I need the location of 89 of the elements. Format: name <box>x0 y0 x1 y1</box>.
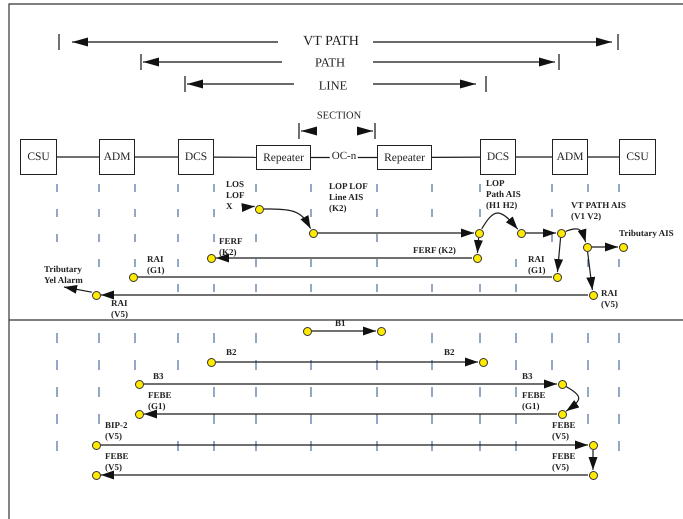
connection-dot <box>206 254 216 262</box>
alarm-label: B2 <box>226 347 237 358</box>
alarm-label: B3 <box>522 371 533 382</box>
connection-dot <box>134 410 144 418</box>
curved-arrow <box>566 386 580 412</box>
curved-arrow <box>566 228 586 242</box>
connection-dot <box>308 228 318 238</box>
connection-dot <box>92 290 100 300</box>
connection-dot <box>582 242 592 252</box>
connection-dot <box>128 272 138 282</box>
arrow <box>241 203 255 212</box>
arrow <box>101 470 588 480</box>
arrow <box>101 440 588 450</box>
span-label: LINE <box>318 78 348 94</box>
connection-dot <box>516 228 526 238</box>
alarm-label: FEBE (V5) <box>552 451 577 473</box>
connection-dot <box>206 358 216 366</box>
equipment-box: CSU <box>619 139 656 175</box>
connection-dot <box>588 290 598 300</box>
arrow <box>64 284 92 294</box>
alarm-label: B2 <box>444 347 455 358</box>
curved-arrow <box>264 208 312 229</box>
arrow <box>216 358 478 366</box>
alarm-label: B3 <box>153 371 164 382</box>
connection-dot <box>474 228 484 238</box>
connection-dot <box>558 410 566 418</box>
arrow <box>144 410 557 418</box>
equipment-box: DCS <box>178 139 214 175</box>
arrow <box>474 238 483 254</box>
span-label: VT PATH <box>303 34 359 50</box>
alarm-label: B1 <box>335 318 346 329</box>
connection-dot <box>302 326 312 336</box>
connector-line <box>214 156 256 158</box>
alarm-label: LOP Path AIS (H1 H2) <box>486 178 522 211</box>
connection-dot <box>618 242 628 252</box>
span-label: PATH <box>314 56 346 70</box>
connection-dot <box>254 204 264 214</box>
alarm-label: FERF (K2) <box>413 245 456 256</box>
equipment-box: ADM <box>552 139 588 175</box>
connector-line <box>432 156 480 158</box>
arrow <box>312 326 376 336</box>
span-label: SECTION <box>316 110 362 122</box>
alarm-label: RAI (G1) <box>147 254 166 276</box>
connector-line <box>138 276 552 278</box>
alarm-label: RAI (V5) <box>111 298 129 320</box>
alarm-label: FEBE (V5) <box>552 420 577 442</box>
equipment-box: DCS <box>480 139 516 175</box>
arrow <box>554 238 564 272</box>
alarm-label: FERF (K2) <box>219 236 244 258</box>
arrow <box>592 242 618 252</box>
arrow <box>216 254 472 262</box>
connection-dot <box>588 470 598 480</box>
equipment-box: Repeater <box>377 145 432 170</box>
arrow <box>144 380 557 388</box>
connection-dot <box>558 380 566 388</box>
alarm-label: FEBE (G1) <box>522 390 547 412</box>
alarm-label: BIP-2 (V5) <box>105 420 128 442</box>
equipment-box: Repeater <box>256 145 311 170</box>
arrow <box>318 228 474 238</box>
arrow <box>588 450 598 470</box>
alarm-label: RAI (G1) <box>528 254 546 276</box>
connection-dot <box>472 254 482 262</box>
alarm-label: FEBE (G1) <box>148 390 173 412</box>
connection-dot <box>552 272 562 282</box>
edge-label: OC-n <box>330 150 358 162</box>
connector-line <box>57 156 99 158</box>
connection-dot <box>478 358 488 366</box>
alarm-label: FEBE (V5) <box>105 451 130 473</box>
arrow <box>586 252 596 290</box>
connection-dot <box>134 380 144 388</box>
connection-dot <box>92 440 100 450</box>
alarm-label: LOP LOF Line AIS (K2) <box>329 181 368 214</box>
alarm-label: Tributary Yel Alarm <box>44 264 90 286</box>
connection-dot <box>588 440 598 450</box>
alarm-label: VT PATH AIS (V1 V2) <box>571 200 628 222</box>
alarm-label: LOS LOF X <box>226 179 248 212</box>
connection-dot <box>92 470 100 480</box>
alarm-label: Tributary AIS <box>619 228 674 239</box>
connection-dot <box>376 326 386 336</box>
arrow <box>101 290 588 300</box>
equipment-box: CSU <box>20 139 57 175</box>
curved-arrow <box>481 212 518 230</box>
connection-dot <box>556 228 566 238</box>
alarm-label: RAI (V5) <box>601 288 619 310</box>
connector-line <box>135 156 178 158</box>
connector-line <box>588 156 619 158</box>
equipment-box: ADM <box>99 139 135 175</box>
connector-line <box>516 156 552 158</box>
arrow <box>526 228 556 238</box>
